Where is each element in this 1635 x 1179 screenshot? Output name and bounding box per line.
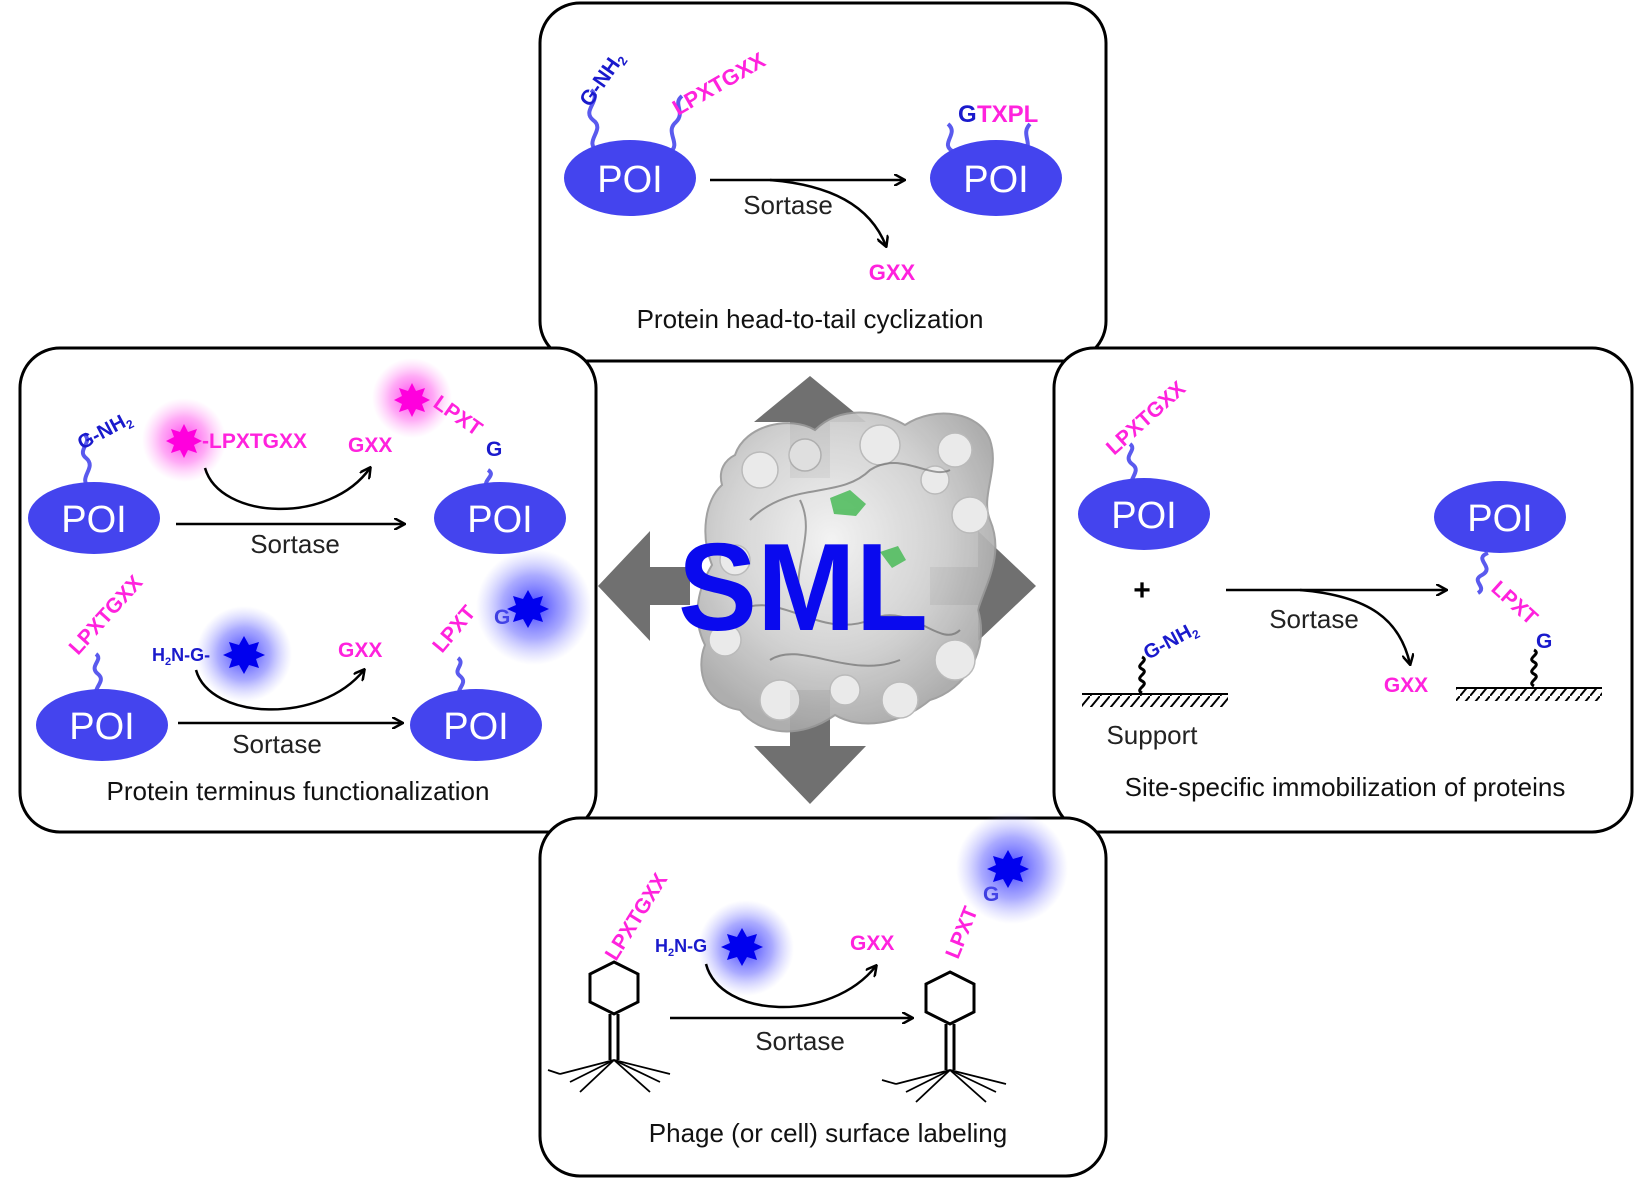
right-enzyme: Sortase xyxy=(1269,604,1359,634)
row1-linker xyxy=(80,432,92,490)
center-sml-group: SML xyxy=(598,376,1036,804)
leaving-arrow xyxy=(769,178,886,246)
product-linker-left xyxy=(946,122,956,154)
row2-enzyme: Sortase xyxy=(232,729,322,759)
caption-immobilization: Site-specific immobilization of proteins xyxy=(1125,772,1566,802)
row2-nucleophile: H2N-G- xyxy=(152,645,210,668)
enzyme-label: Sortase xyxy=(743,190,833,220)
right-leaving-arrow xyxy=(1299,588,1410,664)
bottom-leaving-group: GXX xyxy=(850,932,894,955)
row1-product-g: G xyxy=(486,438,502,461)
leaving-group-label: GXX xyxy=(869,260,916,285)
right-product-g: G xyxy=(1536,630,1552,653)
product-tag-label: TXPL xyxy=(977,101,1038,128)
right-poi-blob xyxy=(1078,478,1210,550)
phage-product-icon xyxy=(881,970,1007,1103)
row2-blue-star-icon xyxy=(223,636,265,674)
row2-leaving-group: GXX xyxy=(338,639,382,662)
bottom-nucleophile: H2N-G xyxy=(655,936,707,959)
poi-product-blob xyxy=(930,140,1062,216)
right-poi-label: POI xyxy=(1111,495,1176,537)
row2-product-poi-blob xyxy=(410,689,542,761)
right-product-poi-blob xyxy=(1434,481,1566,553)
panel-terminus-functionalization: POI G-NH2 -LPXTGXX GXX Sortase LPXT G PO… xyxy=(18,346,598,834)
row2-product-poi-label: POI xyxy=(443,706,508,748)
panel-surface-labeling: LPXTGXX H2N-G GXX Sortase LPXT xyxy=(538,812,1108,1178)
row2-leaving-arrow xyxy=(194,670,364,711)
right-product-hatching xyxy=(1456,689,1602,701)
right-leaving-group: GXX xyxy=(1384,674,1428,697)
product-g-label: G xyxy=(958,101,977,128)
row1-probe-tag: -LPXTGXX xyxy=(202,430,307,453)
row1-product-star-icon xyxy=(394,383,430,417)
support-label: Support xyxy=(1106,720,1198,750)
row1-leaving-group: GXX xyxy=(348,434,392,457)
pink-probe-star-icon xyxy=(166,424,202,458)
poi-label: POI xyxy=(597,159,662,201)
sortase-protein-surface xyxy=(696,411,997,733)
panel-immobilization: LPXTGXX POI + G-NH2 Support Sortase GXX … xyxy=(1052,346,1634,834)
support-linker xyxy=(1138,655,1146,695)
poi-reactant-blob xyxy=(564,140,696,216)
support-hatching xyxy=(1082,695,1228,707)
arrow-down-icon xyxy=(754,690,866,804)
c-linker xyxy=(668,94,684,154)
row1-poi-blob xyxy=(28,482,160,554)
bottom-leaving-arrow xyxy=(704,964,876,1009)
row2-poi-label: POI xyxy=(69,706,134,748)
right-product-support-linker xyxy=(1530,648,1538,688)
row1-product-poi-blob xyxy=(434,482,566,554)
right-product-linker xyxy=(1475,551,1489,595)
caption-surface-labeling: Phage (or cell) surface labeling xyxy=(649,1118,1007,1148)
plus-sign: + xyxy=(1133,574,1151,607)
row1-poi-label: POI xyxy=(61,499,126,541)
row2-product-star-icon xyxy=(507,590,549,628)
row1-product-poi-label: POI xyxy=(467,499,532,541)
bottom-enzyme: Sortase xyxy=(755,1026,845,1056)
bottom-blue-star-icon xyxy=(721,928,763,966)
sml-label: SML xyxy=(678,519,928,657)
bottom-product-star-icon xyxy=(987,850,1029,888)
row1-leaving-arrow xyxy=(203,468,370,511)
caption-cyclization: Protein head-to-tail cyclization xyxy=(637,304,984,334)
right-product-poi-label: POI xyxy=(1467,498,1532,540)
phage-reactant-icon xyxy=(547,960,671,1093)
row2-poi-blob xyxy=(36,689,168,761)
n-linker xyxy=(587,88,601,154)
arrow-left-icon xyxy=(598,531,690,641)
caption-terminus-functionalization: Protein terminus functionalization xyxy=(107,776,490,806)
poi-product-label: POI xyxy=(963,159,1028,201)
panel-cyclization: POI G-NH2 LPXTGXX Sortase GXX POI G TXPL… xyxy=(538,1,1108,363)
row1-enzyme: Sortase xyxy=(250,529,340,559)
